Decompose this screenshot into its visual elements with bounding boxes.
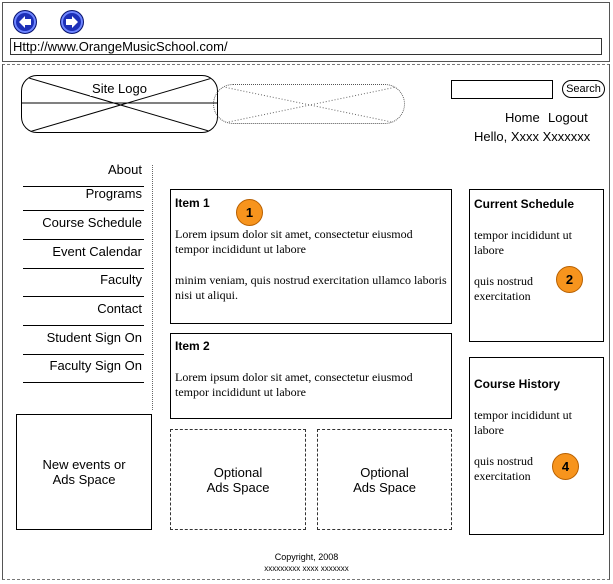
footer-text: xxxxxxxxx xxxx xxxxxxx	[264, 564, 349, 573]
back-arrow-icon	[19, 16, 31, 28]
current-schedule-panel: Current Schedule tempor incididunt ut la…	[469, 189, 604, 342]
content-item-1: Item 1 Lorem ipsum dolor sit amet, conse…	[170, 189, 452, 324]
address-bar[interactable]: Http://www.OrangeMusicSchool.com/	[10, 38, 602, 55]
course-history-title: Course History	[474, 377, 561, 391]
sidebar-item-programs[interactable]: Programs	[23, 187, 144, 211]
sidebar-item-contact[interactable]: Contact	[23, 302, 144, 326]
optional-ad-space-2[interactable]: Optional Ads Space	[317, 429, 452, 530]
item-2-paragraph-1: Lorem ipsum dolor sit amet, consectetur …	[175, 370, 413, 399]
search-button[interactable]: Search	[562, 80, 605, 98]
optional-ad-space-1[interactable]: Optional Ads Space	[170, 429, 306, 530]
ad-space-line2: Ads Space	[52, 472, 116, 487]
ad-space-left[interactable]: New events or Ads Space	[16, 414, 152, 530]
course-history-text-2: quis nostrud exercitation	[474, 454, 534, 483]
annotation-badge-2: 2	[556, 266, 583, 293]
logo-label: Site Logo	[90, 81, 149, 96]
current-schedule-text-2: quis nostrud exercitation	[474, 274, 534, 303]
browser-chrome	[2, 2, 610, 62]
forward-button[interactable]	[60, 10, 84, 34]
sidebar-item-faculty[interactable]: Faculty	[23, 273, 144, 297]
item-1-paragraph-2: minim veniam, quis nostrud exercitation …	[175, 273, 447, 302]
sidebar-item-course-schedule[interactable]: Course Schedule	[23, 216, 144, 240]
item-1-title: Item 1	[175, 196, 210, 210]
user-greeting: Hello, Xxxx Xxxxxxx	[474, 129, 591, 144]
sidebar-item-about[interactable]: About	[23, 163, 144, 187]
ad-space-line1: New events or	[42, 457, 126, 472]
logo-placeholder-icon	[22, 76, 217, 132]
chrome-separator	[2, 64, 610, 65]
course-history-panel: Course History tempor incididunt ut labo…	[469, 357, 604, 535]
annotation-badge-4: 4	[552, 453, 579, 480]
content-item-2: Item 2 Lorem ipsum dolor sit amet, conse…	[170, 333, 452, 419]
banner-placeholder-icon	[214, 85, 404, 123]
optional-ad-1-line1: Optional	[213, 464, 263, 480]
back-button[interactable]	[13, 10, 37, 34]
home-link[interactable]: Home	[505, 110, 540, 125]
course-history-text-1: tempor incididunt ut labore	[474, 408, 572, 437]
current-schedule-title: Current Schedule	[474, 197, 575, 211]
sidebar-divider	[152, 165, 153, 410]
banner-placeholder	[213, 84, 405, 124]
search-input[interactable]	[451, 80, 553, 99]
site-logo[interactable]: Site Logo	[21, 75, 218, 133]
sidebar-item-event-calendar[interactable]: Event Calendar	[23, 245, 144, 269]
item-2-title: Item 2	[175, 339, 210, 353]
footer-copyright: Copyright, 2008	[274, 552, 339, 562]
logout-link[interactable]: Logout	[548, 110, 588, 125]
annotation-badge-1: 1	[236, 199, 263, 226]
item-1-paragraph-1: Lorem ipsum dolor sit amet, consectetur …	[175, 227, 413, 256]
optional-ad-2-line1: Optional	[360, 464, 409, 480]
page-frame	[2, 64, 610, 580]
optional-ad-2-line2: Ads Space	[353, 479, 416, 495]
optional-ad-1-line2: Ads Space	[206, 479, 270, 495]
sidebar-item-faculty-sign-on[interactable]: Faculty Sign On	[23, 359, 144, 383]
forward-arrow-icon	[66, 16, 78, 28]
sidebar-item-student-sign-on[interactable]: Student Sign On	[23, 331, 144, 355]
current-schedule-text-1: tempor incididunt ut labore	[474, 228, 572, 257]
